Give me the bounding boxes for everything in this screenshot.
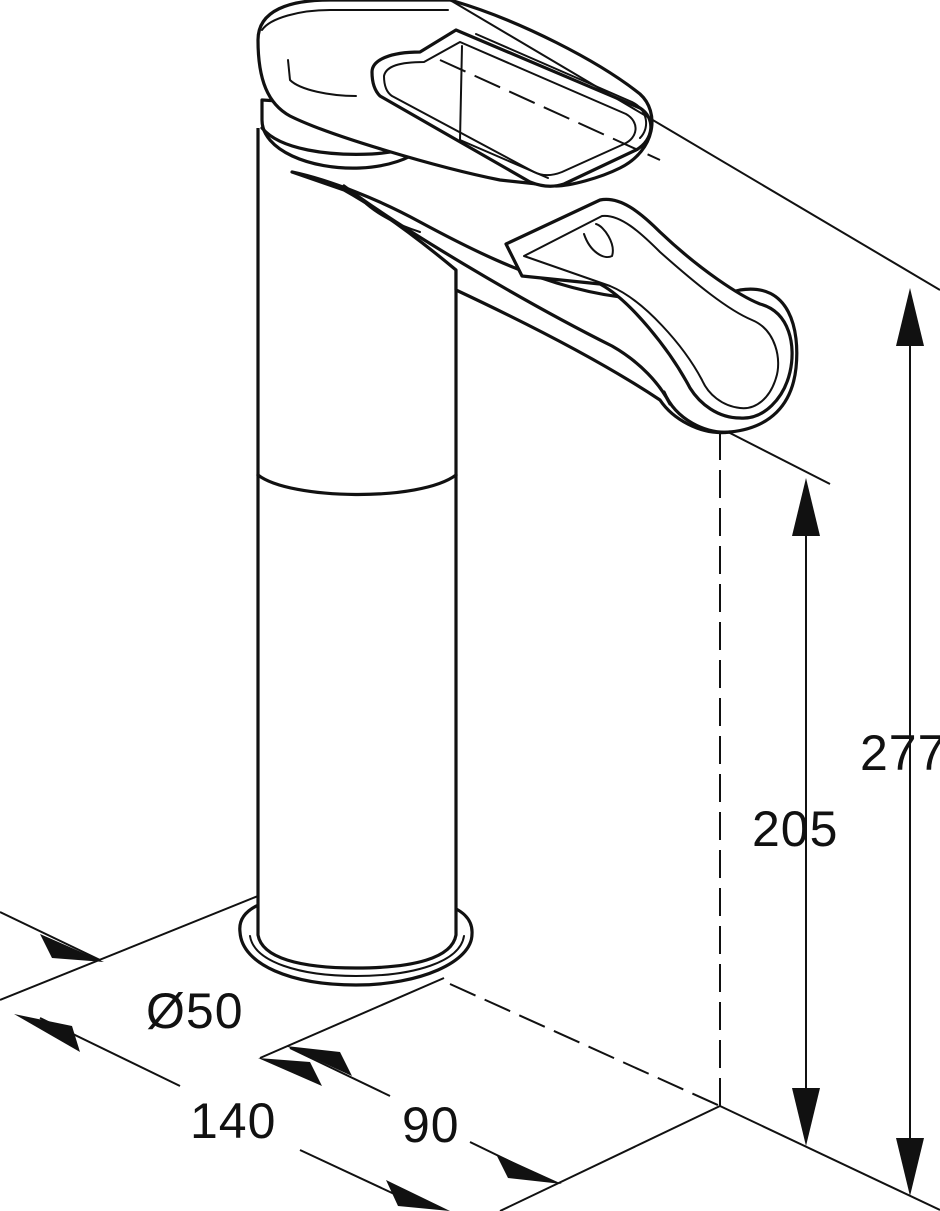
column — [256, 128, 458, 970]
ext-top — [449, 0, 940, 291]
dimension-total-height: 277 — [860, 288, 940, 1196]
handle-cavity — [287, 59, 357, 97]
label-140: 140 — [190, 1093, 276, 1149]
arrow-90-right — [496, 1154, 562, 1184]
handle-window-hole — [459, 45, 549, 179]
spout-outlet-inner — [523, 214, 780, 410]
label-90: 90 — [402, 1097, 460, 1153]
dimension-spout-height: 205 — [752, 478, 838, 1146]
arrow-90-left — [286, 1046, 352, 1076]
handle-top-edge — [261, 9, 449, 31]
spout-lip — [662, 390, 732, 434]
column-seam — [256, 473, 458, 497]
base-center-line — [449, 983, 721, 1107]
faucet-body — [238, 98, 474, 987]
ext-outlet — [727, 431, 831, 485]
hidden-lines — [439, 59, 721, 1107]
arrow-140-right — [386, 1180, 450, 1211]
ext-base-front — [259, 977, 445, 1059]
ext-spout-front — [499, 1105, 721, 1211]
arrow-dia-right — [258, 1058, 322, 1086]
dimension-depth: 140 — [14, 1014, 450, 1211]
arrow-205-bottom — [792, 1088, 820, 1146]
arrow-277-bottom — [896, 1138, 924, 1196]
arrow-dia-left — [40, 934, 104, 962]
base-flange-inner — [249, 935, 465, 977]
label-277: 277 — [860, 725, 940, 781]
arrow-140-left — [14, 1014, 80, 1052]
spout-outlet-hole — [583, 223, 614, 258]
label-diameter: Ø50 — [146, 983, 244, 1039]
ext-diam-left — [0, 911, 101, 961]
spout-outlet — [504, 197, 794, 420]
arrow-205-top — [792, 478, 820, 536]
spout-inner-shadow — [365, 203, 421, 233]
label-205: 205 — [752, 801, 838, 857]
dimension-diameter: Ø50 — [40, 934, 322, 1086]
ext-bottom — [719, 1105, 940, 1211]
arrow-277-top — [896, 288, 924, 346]
ext-base-left — [0, 895, 259, 1001]
handle-window-rim — [475, 33, 648, 139]
spout — [290, 170, 799, 435]
dimension-reach: 90 — [286, 1046, 562, 1184]
handle-axis-line — [439, 59, 661, 161]
